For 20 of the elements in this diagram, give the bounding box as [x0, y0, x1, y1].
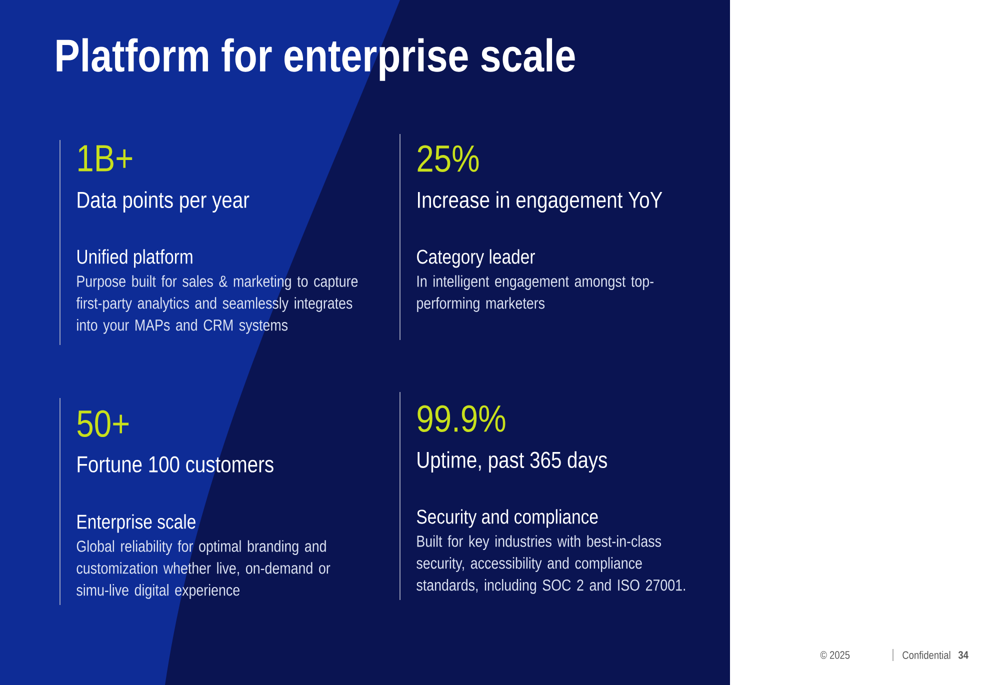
- feature-heading: Category leader: [417, 249, 535, 268]
- stat-caption: Uptime, past 365 days: [418, 451, 607, 473]
- stat-caption: Increase in engagement YoY: [418, 191, 662, 213]
- copyright-notice: © 2025: [820, 651, 850, 659]
- slide-title: Platform for enterprise scale: [56, 38, 575, 81]
- feature-heading: Unified platform: [78, 249, 192, 268]
- feature-heading: Enterprise scale: [78, 514, 196, 533]
- confidentiality-note: Confidential: [902, 650, 950, 660]
- feature-description: Purpose built for sales & marketing to capture first-party analytics and seamlessly integrates into your MAPs and CRM systems: [76, 275, 358, 334]
- stat-caption: Fortune 100 customers: [78, 456, 274, 472]
- stat-number: 1B+: [78, 145, 132, 172]
- stat-caption: Data points per year: [78, 191, 250, 213]
- stat-number: 50+: [77, 410, 129, 437]
- stat-number: 99.9%: [418, 405, 506, 432]
- page-number: 34: [958, 651, 968, 659]
- stat-number: 25%: [418, 145, 479, 172]
- feature-description: Global reliability for optimal branding and customization whether live, on-demand or simu-live digital experience: [76, 540, 330, 599]
- feature-description: Built for key industries with best-in-class security, accessibility and compliance standards, including SOC 2 and ISO 27001.: [416, 535, 686, 594]
- feature-description: In intelligent engagement amongst top-performing marketers: [417, 275, 654, 312]
- feature-heading: Security and compliance: [416, 509, 598, 528]
